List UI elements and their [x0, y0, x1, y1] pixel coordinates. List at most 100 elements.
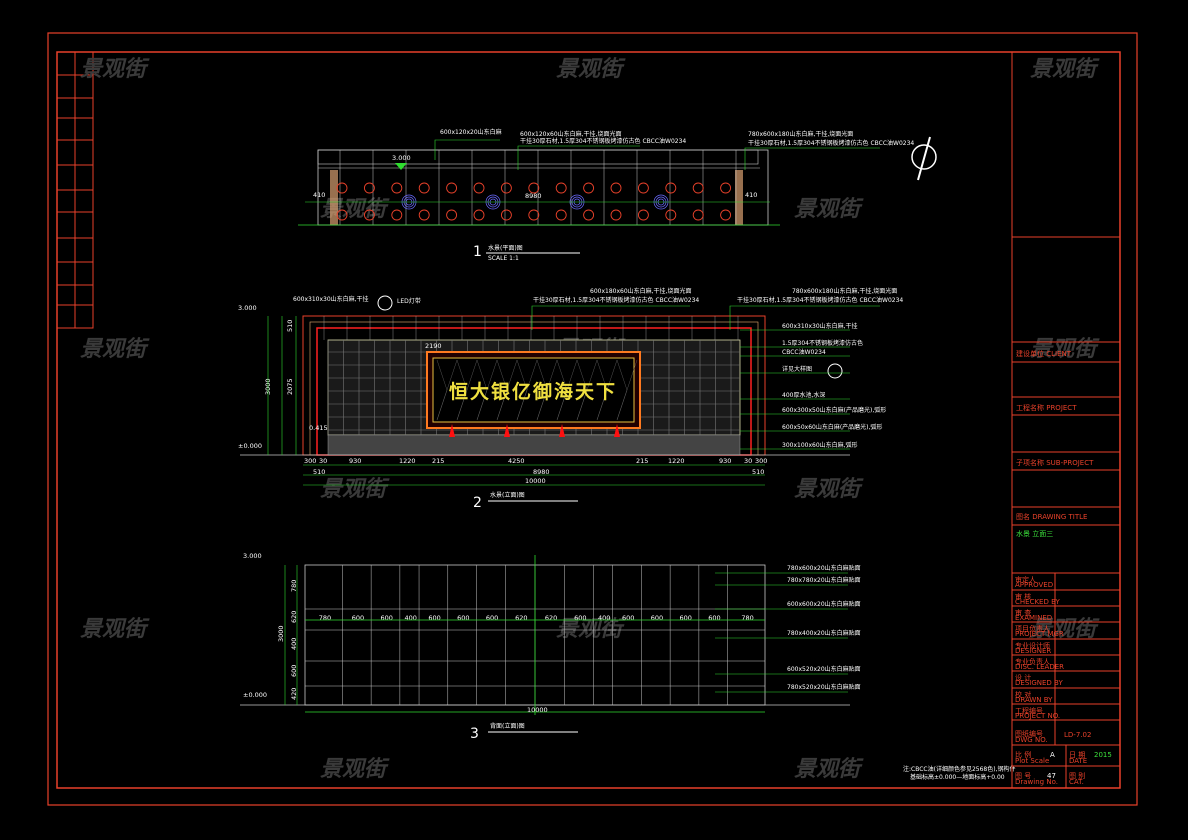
plan-caption-number: 1: [473, 244, 482, 260]
back-note: 600x520x20山东白麻贴面: [787, 665, 861, 673]
plan-view: 3.000 8980 410 410 600x120x20山东白麻 600x12…: [298, 128, 914, 262]
back-row-dim: 620: [290, 611, 298, 623]
back-row-dim: 400: [290, 638, 298, 650]
elev-water-basin: [327, 434, 741, 456]
watermark-text: 景观街: [794, 197, 864, 222]
plan-note: 780x600x180山东白麻,干挂,烧面光面: [748, 130, 853, 138]
spotlight-icon: [614, 424, 620, 437]
watermark-text: 景观街: [794, 757, 864, 782]
elev-note: 300x100x60山东白麻,弧形: [782, 441, 858, 449]
back-note: 600x600x20山东白麻贴面: [787, 600, 861, 608]
fountain-jet-icon: [610, 182, 622, 194]
fountain-jet-icon: [692, 182, 704, 194]
back-col-dim: 600: [352, 614, 364, 622]
fountain-jet-icon: [473, 182, 485, 194]
watermark-text: 景观街: [1030, 337, 1100, 362]
north-arrow-icon: [911, 136, 937, 181]
sign-pattern: [496, 359, 518, 421]
back-note: 780x600x20山东白麻贴面: [787, 564, 861, 572]
back-row-dim: 600: [290, 665, 298, 677]
role-label: 专业负责人: [1015, 657, 1050, 666]
back-note: 780x400x20山东白麻贴面: [787, 629, 861, 637]
elev-note: 详见大样图: [782, 365, 812, 373]
back-row-dim: 420: [290, 688, 298, 700]
elev-dim: 8980: [533, 468, 550, 476]
watermark-text: 景观街: [80, 337, 150, 362]
elev-level-ground: ±0.000: [238, 442, 262, 450]
back-col-dim: 600: [680, 614, 692, 622]
elev-note: 400厚水池,水深: [782, 391, 825, 399]
elev-dim: 215: [432, 457, 444, 465]
back-col-dim: 600: [428, 614, 440, 622]
back-col-dim: 600: [381, 614, 393, 622]
back-col-dim: 780: [741, 614, 753, 622]
sign-pattern: [456, 359, 478, 421]
footnote: 注:CBCC油(详细颜色参见2568色),钢构件: [903, 765, 1015, 773]
elev-dim: 510: [752, 468, 764, 476]
fountain-jet-icon: [446, 209, 458, 221]
back-col-dim: 620: [515, 614, 527, 622]
back-col-dim: 600: [486, 614, 498, 622]
footnote: 基础标高±0.000—地面标高+0.00: [910, 773, 1005, 781]
sign-pattern: [516, 359, 538, 421]
watermark-text: 景观街: [556, 57, 626, 82]
outer-frame: [47, 32, 1138, 806]
role-label: 审定人: [1015, 575, 1036, 584]
date-value: 2015: [1094, 751, 1112, 759]
detail-callout-icon: [827, 363, 843, 379]
watermark-text: 景观街: [794, 477, 864, 502]
fountain-jet-icon: [692, 209, 704, 221]
fountain-jet-icon: [336, 209, 348, 221]
role-label: 专业设计师: [1015, 641, 1050, 650]
scale-label-en: Plot Scale: [1015, 757, 1049, 765]
role-label-en: DESIGNED BY: [1015, 679, 1063, 687]
sign-pattern: [576, 359, 598, 421]
back-col-dim: 600: [708, 614, 720, 622]
sign-pattern: [596, 359, 618, 421]
fountain-jet-icon: [665, 182, 677, 194]
role-label-en: DESIGNER: [1015, 647, 1051, 655]
back-level-ground: ±0.000: [243, 691, 267, 699]
plan-note: 600x120x20山东白麻: [440, 128, 502, 136]
category-label-en: CAT.: [1069, 778, 1084, 786]
sign-pattern: [616, 359, 638, 421]
sign-pattern: [436, 359, 458, 421]
watermark-text: 景观街: [1030, 57, 1100, 82]
role-label-en: APPROVED: [1015, 581, 1053, 589]
elev-dim: 215: [636, 457, 648, 465]
fountain-jet-icon: [446, 182, 458, 194]
back-col-dim: 600: [651, 614, 663, 622]
drawing-no-label-en: DWG NO.: [1015, 736, 1048, 744]
fountain-jet-icon: [583, 209, 595, 221]
elev-note: 600x300x50山东白麻(产品磨光),弧形: [782, 406, 886, 414]
elev-dim: 1220: [399, 457, 416, 465]
drawing-number: LD-7.02: [1064, 731, 1091, 739]
role-label-en: EXAMINED: [1015, 614, 1052, 622]
fountain-jet-icon: [391, 182, 403, 194]
fountain-jet-icon: [363, 209, 375, 221]
elev-total: 10000: [525, 477, 546, 485]
back-row-dim: 780: [290, 580, 298, 592]
back-total: 10000: [527, 706, 548, 714]
back-col-dim: 780: [319, 614, 331, 622]
role-label-en: CHECKED BY: [1015, 598, 1061, 606]
elev-dim: 4250: [508, 457, 525, 465]
back-col-dim: 620: [545, 614, 557, 622]
back-caption: 背面(立面)图: [490, 722, 525, 730]
project-label: 工程名称 PROJECT: [1016, 403, 1077, 412]
back-col-dim: 400: [598, 614, 610, 622]
spotlight-icon: [559, 424, 565, 437]
fountain-jet-icon: [500, 182, 512, 194]
elev-dim: 510: [286, 320, 294, 332]
fountain-jet-icon: [555, 209, 567, 221]
fountain-jet-icon: [637, 182, 649, 194]
role-label: 审 核: [1015, 592, 1031, 601]
fountain-jet-icon: [500, 209, 512, 221]
elev-dim: 930: [349, 457, 361, 465]
sheet-value: 47: [1047, 772, 1056, 780]
elev-note: CBCC油W0234: [782, 348, 826, 356]
fountain-jet-icon: [363, 182, 375, 194]
elev-note: 780x600x180山东白麻,干挂,烧面光面: [792, 287, 897, 295]
elev-note: 干挂30厚石材,1.5厚304不锈钢板烤漆仿古色 CBCC油W0234: [737, 296, 903, 304]
